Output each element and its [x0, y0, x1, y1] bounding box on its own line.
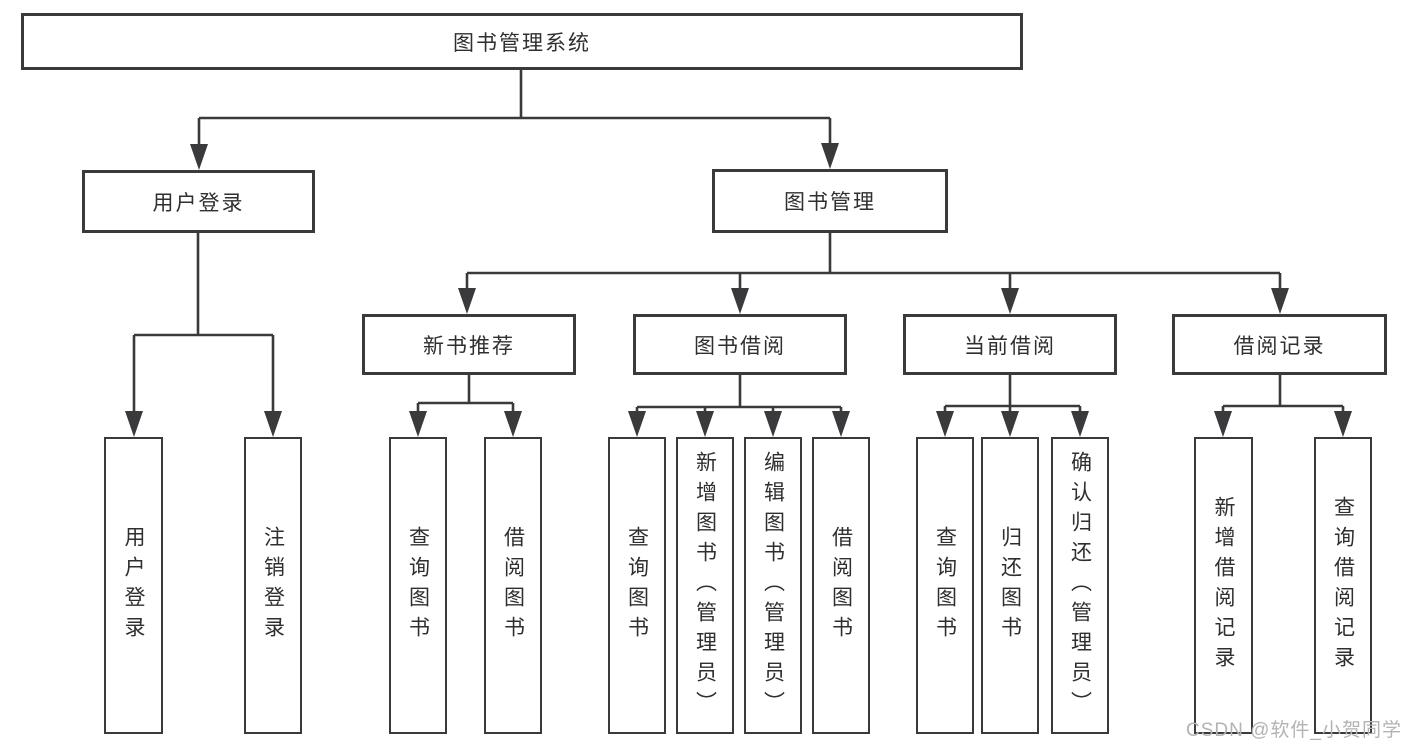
- arrow-down-icon: [764, 411, 782, 437]
- node-label: 归还图书: [998, 525, 1022, 646]
- node-label: 查询借阅记录: [1331, 495, 1355, 676]
- arrow-down-icon: [504, 411, 522, 437]
- node-book-borrowing: 图书借阅: [633, 314, 847, 375]
- watermark: CSDN @软件_小贺同学: [1186, 720, 1402, 741]
- arrow-down-icon: [1001, 288, 1019, 314]
- node-label: 图书管理: [784, 191, 876, 214]
- node-label: 编辑图书（管理员）: [761, 450, 785, 721]
- leaf-query-books-1: 查询图书: [389, 437, 447, 734]
- node-label: 用户登录: [122, 525, 145, 646]
- leaf-add-book-admin: 新增图书（管理员）: [676, 437, 734, 734]
- arrowhead-icons: [125, 143, 1352, 437]
- arrow-down-icon: [125, 411, 143, 437]
- leaf-query-borrow-record: 查询借阅记录: [1314, 437, 1372, 734]
- node-label: 用户登录: [152, 191, 245, 215]
- node-user-login-branch: 用户登录: [82, 170, 315, 233]
- arrow-down-icon: [696, 411, 714, 437]
- node-new-book-recommend: 新书推荐: [362, 314, 576, 375]
- arrow-down-icon: [1271, 288, 1289, 314]
- arrow-down-icon: [628, 411, 646, 437]
- leaf-borrow-books-1: 借阅图书: [484, 437, 542, 734]
- arrow-down-icon: [1001, 411, 1019, 437]
- arrow-down-icon: [409, 411, 427, 437]
- node-label: 图书管理系统: [453, 31, 591, 55]
- leaf-borrow-books-2: 借阅图书: [812, 437, 870, 734]
- node-label: 当前借阅: [964, 334, 1056, 358]
- arrow-down-icon: [190, 144, 208, 170]
- arrow-down-icon: [1214, 411, 1232, 437]
- node-label: 借阅记录: [1233, 334, 1326, 358]
- arrow-down-icon: [936, 411, 954, 437]
- leaf-logout: 注销登录: [244, 437, 302, 734]
- leaf-add-borrow-record: 新增借阅记录: [1194, 437, 1253, 734]
- node-label: 借阅图书: [829, 525, 853, 646]
- node-label: 新增借阅记录: [1212, 495, 1235, 676]
- node-current-borrowing: 当前借阅: [903, 314, 1117, 375]
- node-label: 查询图书: [625, 525, 649, 646]
- leaf-query-books-2: 查询图书: [608, 437, 666, 734]
- arrow-down-icon: [832, 411, 850, 437]
- node-label: 新增图书（管理员）: [693, 450, 717, 721]
- leaf-query-books-3: 查询图书: [916, 437, 974, 734]
- arrow-down-icon: [1071, 411, 1089, 437]
- node-label: 借阅图书: [501, 525, 525, 646]
- node-system-root: 图书管理系统: [21, 13, 1023, 70]
- leaf-return-book: 归还图书: [981, 437, 1039, 734]
- leaf-edit-book-admin: 编辑图书（管理员）: [744, 437, 802, 734]
- arrow-down-icon: [1334, 411, 1352, 437]
- node-label: 查询图书: [406, 525, 430, 646]
- node-book-management-branch: 图书管理: [712, 169, 948, 233]
- node-label: 注销登录: [261, 525, 285, 646]
- node-label: 新书推荐: [423, 334, 515, 358]
- leaf-confirm-return-admin: 确认归还（管理员）: [1051, 437, 1109, 734]
- arrow-down-icon: [264, 411, 282, 437]
- node-label: 查询图书: [933, 525, 957, 646]
- node-label: 确认归还（管理员）: [1068, 450, 1092, 721]
- arrow-down-icon: [458, 288, 476, 314]
- arrow-down-icon: [821, 143, 839, 169]
- node-label: 图书借阅: [694, 334, 786, 358]
- arrow-down-icon: [731, 288, 749, 314]
- node-borrow-records: 借阅记录: [1172, 314, 1387, 375]
- leaf-user-login: 用户登录: [104, 437, 163, 734]
